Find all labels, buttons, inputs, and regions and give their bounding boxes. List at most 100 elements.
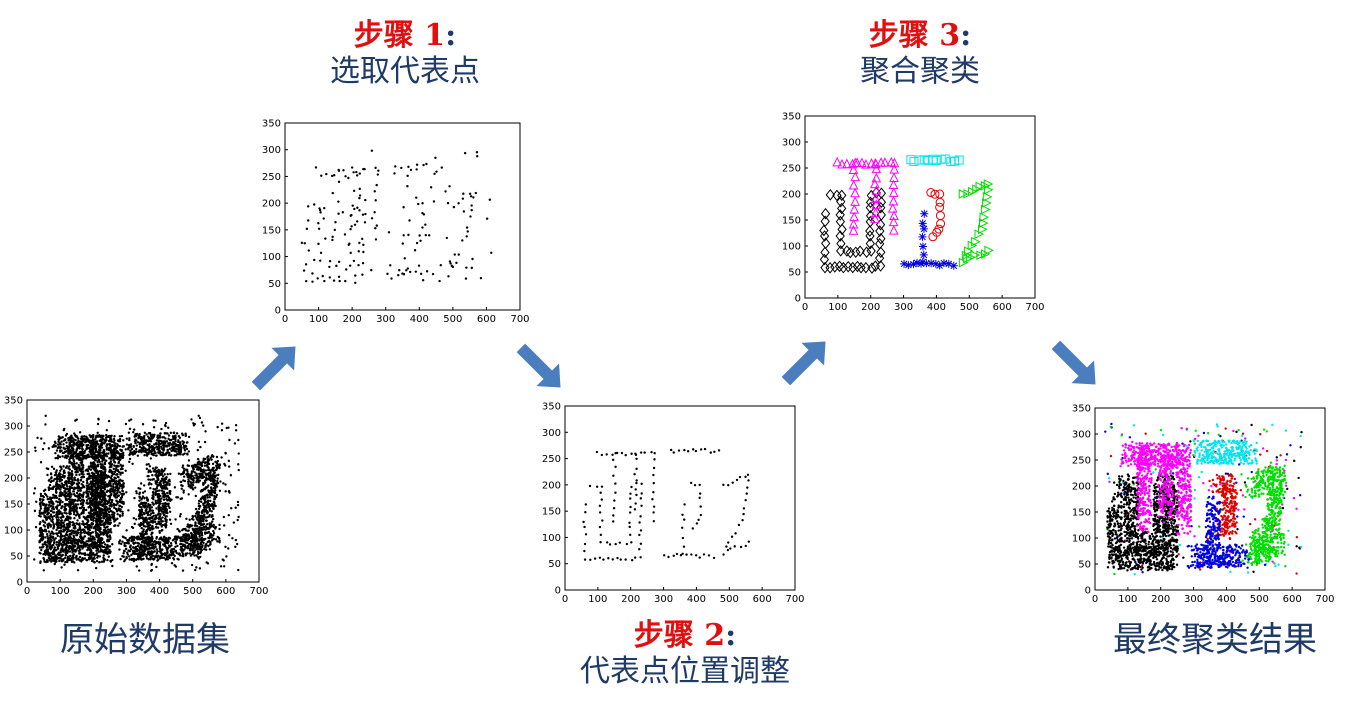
data-point [200, 540, 204, 543]
data-point [124, 558, 127, 561]
data-point [182, 475, 186, 478]
data-point [78, 555, 82, 559]
data-point [201, 424, 205, 427]
data-point [135, 490, 138, 493]
data-point [61, 492, 64, 496]
data-point [93, 463, 97, 466]
data-point [76, 528, 80, 532]
data-point [193, 524, 197, 527]
data-point [191, 549, 194, 552]
data-point [159, 518, 162, 521]
data-point [49, 558, 52, 561]
data-point [222, 565, 226, 568]
data-point [159, 536, 162, 540]
data-point [204, 430, 207, 433]
data-point [105, 433, 108, 437]
data-point [164, 483, 167, 487]
data-point [158, 498, 161, 502]
data-point [192, 476, 196, 480]
data-point [75, 491, 79, 495]
data-point [179, 548, 182, 551]
data-point [71, 447, 75, 450]
data-point [61, 505, 64, 508]
data-point [95, 498, 98, 502]
data-point [115, 466, 118, 470]
data-point [151, 554, 154, 557]
data-point [96, 422, 100, 426]
data-point [142, 553, 145, 557]
data-point [73, 443, 77, 446]
data-point [130, 447, 134, 451]
data-point [218, 489, 222, 492]
data-point [100, 541, 103, 544]
data-point [152, 426, 156, 429]
data-point [208, 509, 211, 512]
data-point [90, 509, 93, 513]
data-point [127, 509, 130, 512]
data-point [161, 502, 165, 505]
data-point [188, 518, 191, 521]
data-point [106, 522, 109, 525]
step2-word: 步骤 [633, 618, 694, 653]
data-point [103, 485, 107, 489]
data-point [69, 457, 72, 460]
data-point [64, 495, 67, 498]
data-point [97, 418, 100, 421]
data-point [64, 434, 68, 437]
data-point [133, 558, 136, 561]
data-point [196, 550, 200, 554]
data-point [101, 441, 105, 444]
data-point [196, 461, 200, 464]
data-point [117, 489, 120, 492]
data-point [69, 521, 72, 524]
data-point [175, 551, 178, 555]
data-point [147, 535, 150, 539]
data-point [109, 463, 112, 466]
data-point [41, 498, 44, 501]
data-point [118, 539, 122, 542]
data-point [141, 491, 145, 494]
data-point [197, 557, 200, 560]
data-point [74, 471, 78, 474]
data-point [212, 517, 215, 521]
data-point [50, 560, 53, 563]
data-point [155, 548, 158, 551]
data-point [100, 463, 104, 466]
data-point [164, 421, 168, 425]
data-point [50, 509, 53, 513]
data-point [60, 506, 63, 510]
data-point [136, 441, 140, 444]
data-point [92, 526, 95, 530]
data-point [176, 527, 179, 531]
data-point [96, 431, 99, 434]
data-point [197, 552, 200, 555]
data-point [225, 426, 228, 430]
data-point [96, 549, 99, 552]
data-point [129, 443, 133, 446]
data-point [152, 453, 155, 457]
data-point [53, 538, 56, 541]
data-point [150, 483, 153, 486]
data-point [86, 553, 89, 556]
data-point [206, 496, 209, 499]
data-point [202, 518, 205, 521]
data-point [175, 432, 179, 435]
data-point [72, 490, 75, 493]
data-point [120, 492, 124, 496]
data-point [165, 509, 168, 512]
data-point [149, 457, 153, 460]
data-point [73, 433, 77, 437]
data-point [78, 522, 81, 525]
data-point [80, 483, 83, 486]
data-point [123, 541, 126, 545]
data-point [110, 474, 113, 478]
data-point [108, 469, 111, 472]
data-point [59, 524, 62, 527]
data-point [114, 442, 117, 445]
data-point [141, 423, 145, 426]
data-point [52, 444, 56, 447]
data-point [59, 436, 62, 440]
data-point [60, 566, 63, 569]
data-point [56, 504, 59, 508]
data-point [134, 541, 137, 544]
